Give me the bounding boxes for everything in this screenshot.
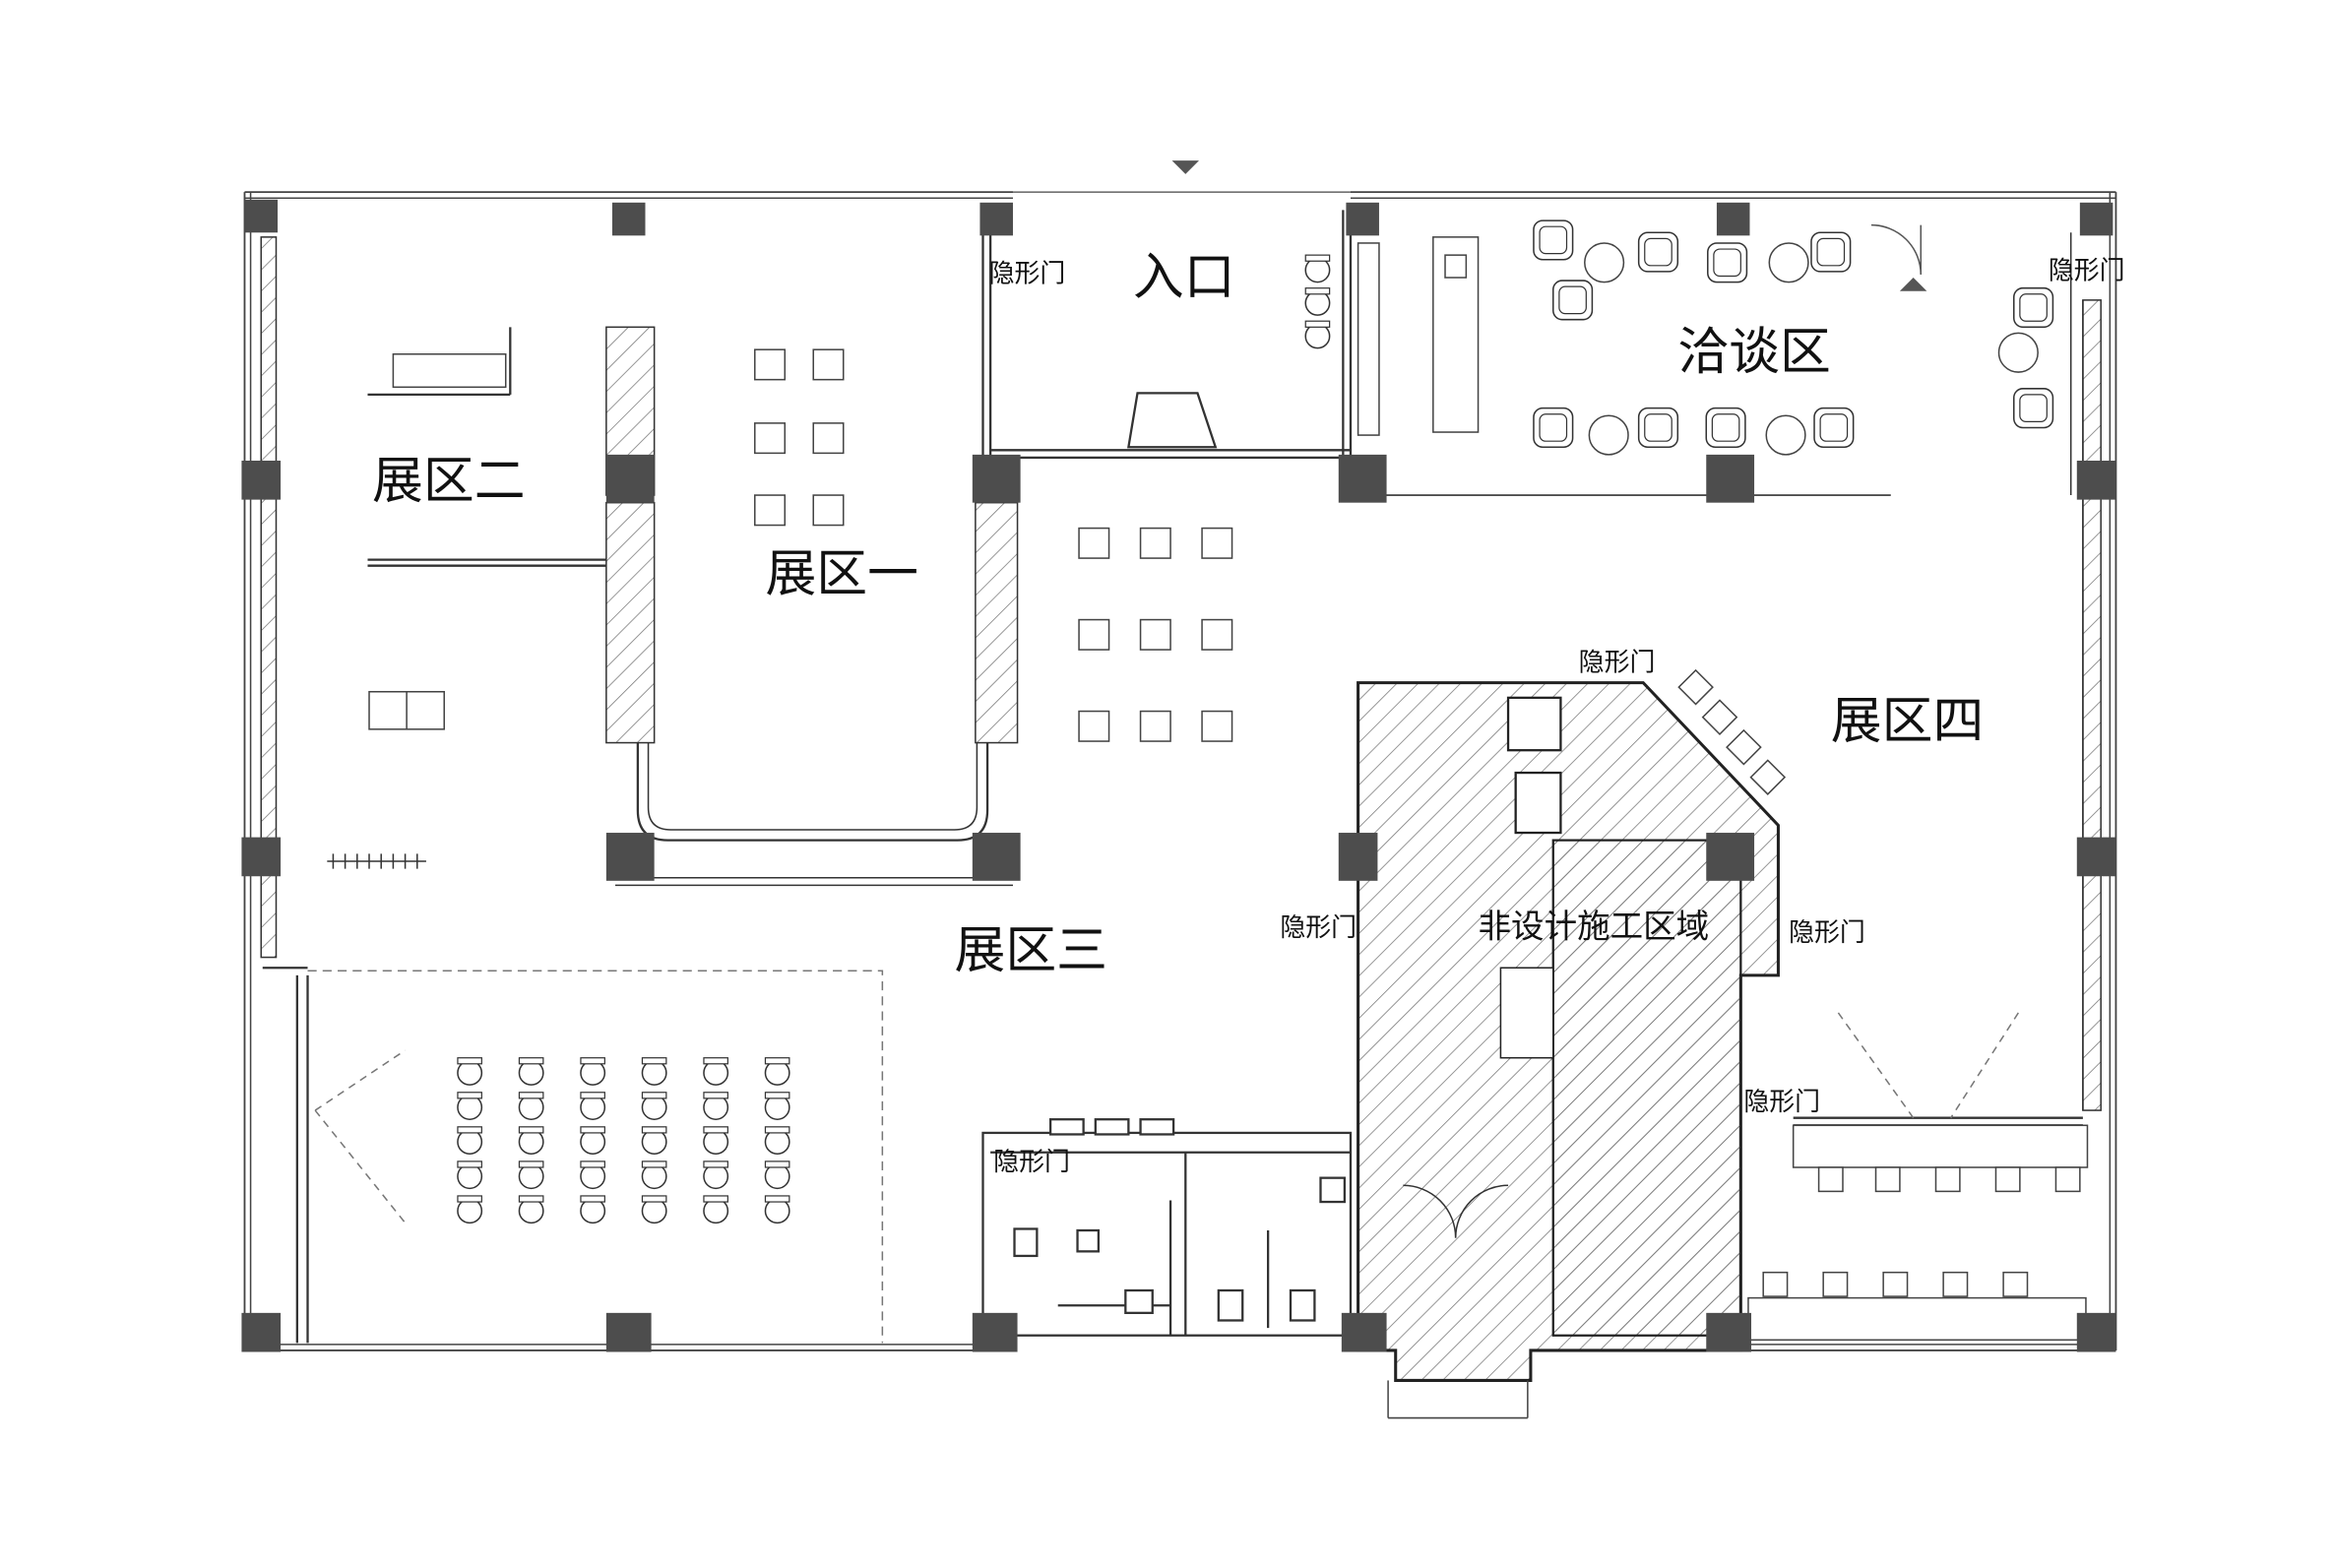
restrooms [981,1118,1353,1337]
room-label-exhibit2: 展区二 [372,452,526,511]
exhibit4-counters [1677,668,2089,1342]
hidden-door-label: 隐形门 [2049,257,2125,286]
hidden-door-label: 隐形门 [1789,918,1865,948]
room-label-exhibit1: 展区一 [765,545,918,604]
meeting-furniture [1357,236,2039,456]
hidden-door-label: 隐形门 [1280,913,1357,943]
meeting-arrow-icon [1899,278,1927,291]
hidden-door-label: 隐形门 [1579,648,1656,677]
display-plinths [368,348,1233,742]
structural-columns [241,199,2116,1352]
interior-walls [262,210,2084,1344]
room-label-exhibit4: 展区四 [1831,692,1985,751]
lecture-hall-seats [457,1056,790,1224]
hidden-door-label: 隐形门 [989,260,1066,289]
exterior-walls [243,191,2117,1419]
lecture-hall-outline [307,970,884,1344]
room-label-meeting: 洽谈区 [1677,323,1831,382]
entrance-chairs [1304,254,1331,349]
reception-desk [1127,392,1218,449]
room-label-non-design: 非设计施工区域 [1479,908,1710,946]
hidden-door-label: 隐形门 [1743,1088,1820,1117]
entrance-arrow-icon [1171,160,1200,174]
railing [327,853,426,869]
hidden-door-label: 隐形门 [993,1148,1070,1177]
room-label-entrance: 入口 [1133,248,1235,307]
stage-platform [636,742,989,842]
room-label-exhibit3: 展区三 [955,921,1108,980]
